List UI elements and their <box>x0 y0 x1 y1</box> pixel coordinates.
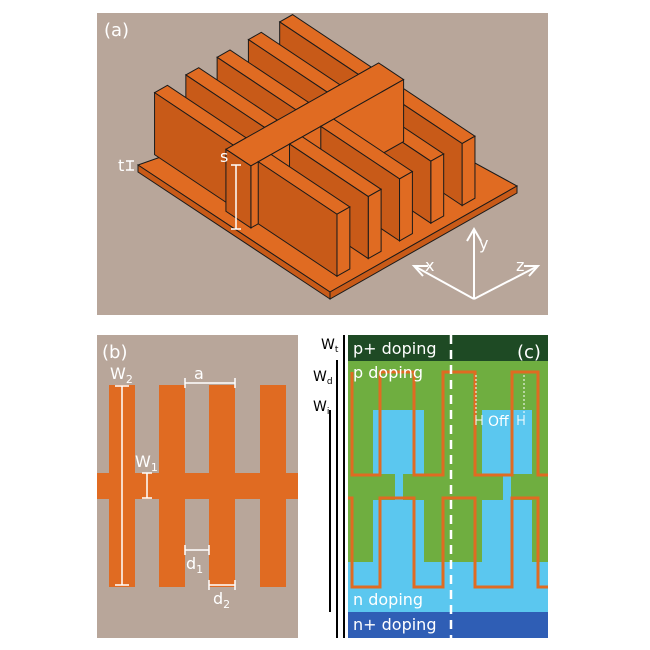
label-n-plus: n+ doping <box>353 615 436 634</box>
fin-front <box>225 148 252 229</box>
panel-b: (b) <box>97 335 298 638</box>
fin-side <box>430 153 445 225</box>
dim-wi-label: Wi <box>313 399 329 417</box>
label-n: n doping <box>353 590 423 609</box>
panel-c-label: (c) <box>517 342 541 363</box>
dim-wt-label: Wt <box>321 337 339 355</box>
grating-bar <box>260 385 286 587</box>
axis-y-label: y <box>479 234 488 253</box>
dim-wd-label: Wd <box>313 369 333 387</box>
dim-t: t <box>118 156 134 175</box>
offset-label: Off <box>488 414 509 430</box>
fin-side <box>367 188 382 260</box>
layer-p-plus <box>348 335 548 361</box>
panel-a-label: (a) <box>104 20 129 41</box>
grating-bar <box>209 385 235 587</box>
fin-side <box>461 135 476 207</box>
fin-side <box>399 170 413 242</box>
dim-w1-label: W1 <box>135 452 158 474</box>
dim-d1-label: d1 <box>186 554 203 576</box>
fin-front <box>257 160 338 278</box>
offset-markers <box>475 375 525 425</box>
dim-a-label: a <box>194 364 204 383</box>
dim-w2-label: W2 <box>110 364 133 386</box>
dim-s-label: s <box>220 147 228 166</box>
layer-n-plus <box>348 612 548 638</box>
coordinate-axes <box>411 227 541 300</box>
panel-b-label: (b) <box>102 342 127 363</box>
dim-s: s <box>220 147 241 230</box>
panel-c: Off p+ doping p doping n doping n+ dopin… <box>313 335 548 638</box>
label-p-plus: p+ doping <box>353 339 437 358</box>
metal-grating-outline <box>348 370 548 589</box>
label-p: p doping <box>353 363 423 382</box>
fin-side <box>336 206 351 278</box>
fin-array <box>153 14 476 278</box>
dim-d2-label: d2 <box>213 589 230 611</box>
depth-markers <box>329 335 345 638</box>
axis-x-label: x <box>425 256 434 275</box>
panel-a: (a) t s <box>97 13 548 315</box>
grating-bar <box>159 385 185 587</box>
panel-b-dimensions <box>115 378 236 590</box>
axis-z-label: z <box>516 256 524 275</box>
dim-t-label: t <box>118 156 124 175</box>
